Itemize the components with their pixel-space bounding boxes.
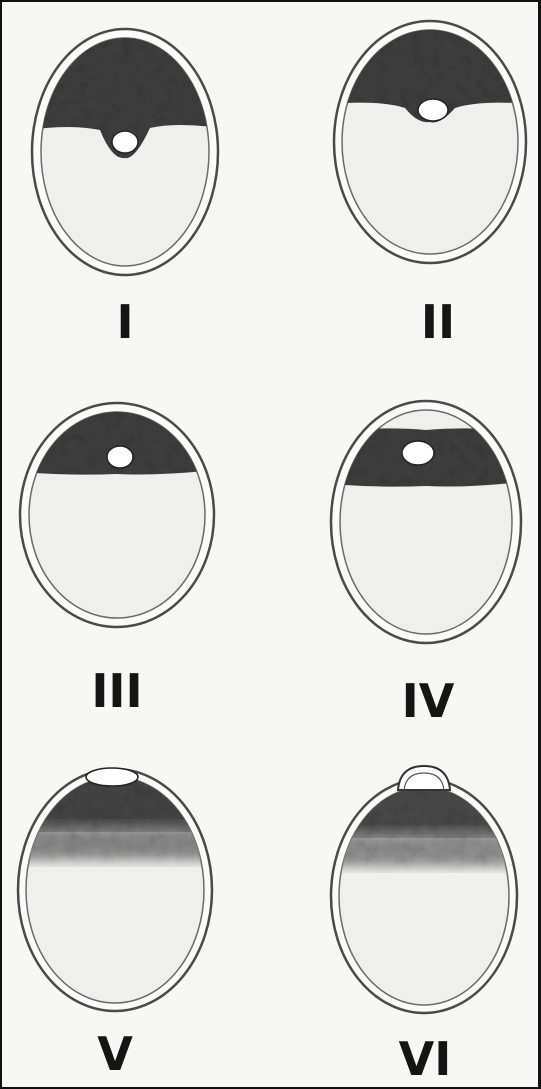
- stage-3-oocyte: [20, 400, 215, 627]
- stage-label-1: I: [116, 295, 133, 349]
- stage-5-germinal-vesicle: [86, 768, 138, 786]
- stage-5-oocyte: [15, 768, 215, 1011]
- stage-1-oocyte: [30, 29, 220, 275]
- stage-6-oocyte: [330, 766, 520, 1013]
- stage-label-3: III: [91, 664, 142, 718]
- stage-6-extruded-body: [398, 766, 450, 790]
- stage-4-germinal-vesicle: [402, 441, 434, 465]
- stage-label-4: IV: [402, 674, 455, 728]
- stage-2-germinal-vesicle: [418, 99, 448, 121]
- stage-2-oocyte: [330, 20, 530, 263]
- stage-label-6: VI: [399, 1032, 452, 1086]
- stage-4-oocyte: [330, 401, 521, 643]
- stage-label-5: V: [97, 1027, 133, 1081]
- stage-label-2: II: [421, 295, 455, 349]
- stage-3-germinal-vesicle: [107, 446, 133, 468]
- stage-1-germinal-vesicle: [112, 131, 138, 153]
